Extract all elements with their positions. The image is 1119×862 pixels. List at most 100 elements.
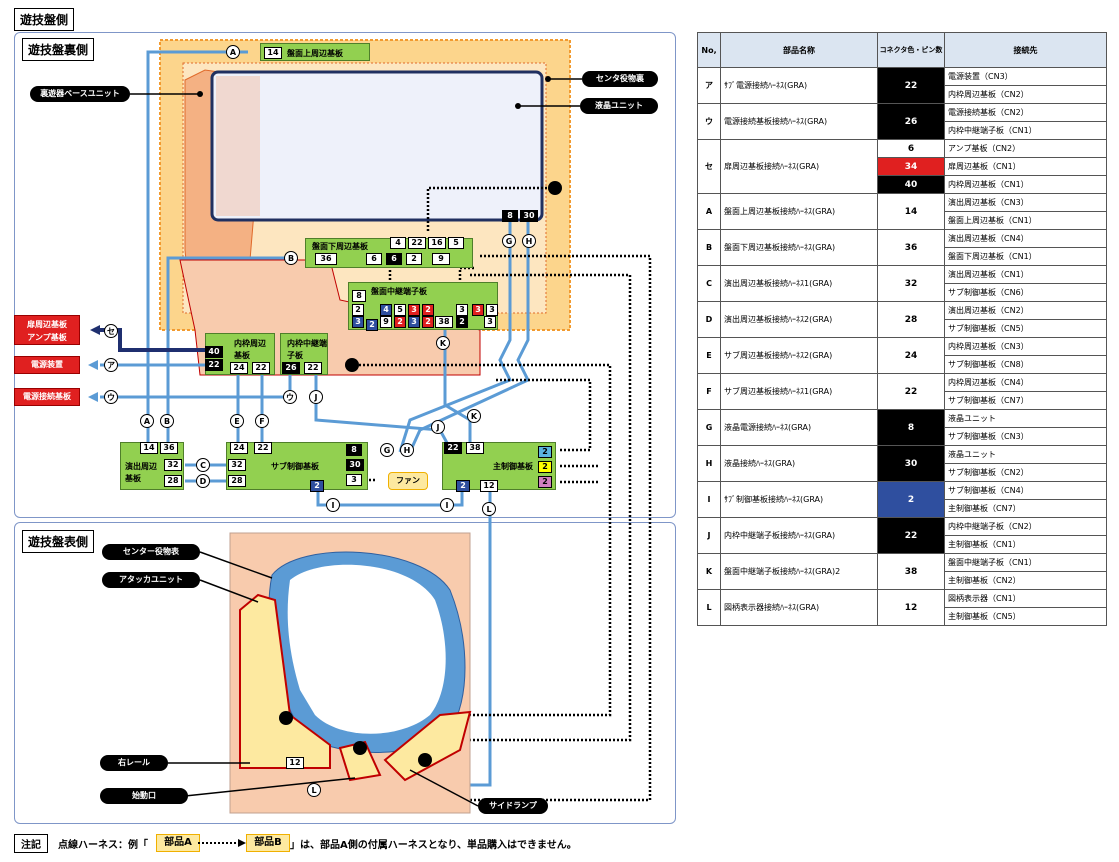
marker-F: F [255, 414, 269, 428]
lower-pin-6a: 6 [366, 253, 382, 265]
cell-name: ｻﾌﾞ制御基板接続ﾊｰﾈｽ(GRA) [720, 481, 878, 518]
marker-K-top: K [436, 336, 450, 350]
cell-pins: 32 [877, 265, 945, 302]
marker-J-top: J [309, 390, 323, 404]
lcd-pin-8: 8 [502, 210, 518, 222]
dotted-attacker [285, 363, 612, 717]
lower-pin-6b: 6 [386, 253, 402, 265]
cell-no: D [697, 301, 721, 338]
note-text-1: 点線ハーネス：例「 [58, 840, 148, 851]
marker-E: E [230, 414, 244, 428]
cell-dest: アンプ基板（CN2） [944, 139, 1107, 158]
relay-pin-2b: 2 [422, 304, 434, 316]
cell-name: 盤面上周辺基板接続ﾊｰﾈｽ(GRA) [720, 193, 878, 230]
lower-pin-2: 2 [406, 253, 422, 265]
cell-pins: 22 [877, 517, 945, 554]
cell-dest: サブ制御基板（CN3） [944, 427, 1107, 446]
cell-name: 液晶電源接続ﾊｰﾈｽ(GRA) [720, 409, 878, 446]
cell-dest: サブ制御基板（CN2） [944, 463, 1107, 482]
cell-name: サブ周辺基板接続ﾊｰﾈｽ1(GRA) [720, 373, 878, 410]
cell-dest: サブ制御基板（CN7） [944, 391, 1107, 410]
cell-dest: 内枠中継端子板（CN2） [944, 517, 1107, 536]
harness-B [166, 256, 292, 450]
cell-no: K [697, 553, 721, 590]
relay-pin-9: 9 [380, 316, 392, 328]
lower-pin-22: 22 [408, 237, 426, 249]
front-board-tag: 扉周辺基板 アンプ基板 [14, 315, 80, 345]
rail-callout: 右レール [100, 755, 168, 771]
relay-pin-2c: 2 [394, 316, 406, 328]
sub-pin-3: 3 [346, 474, 362, 486]
relay-board-label: 盤面中継端子板 [371, 287, 427, 296]
side-lamp-callout: サイドランプ [478, 798, 548, 814]
center-front-callout: センター役物表 [102, 544, 200, 560]
marker-B-top: B [284, 251, 298, 265]
cell-dest: 主制御基板（CN5） [944, 607, 1107, 626]
cell-name: 盤面中継端子板接続ﾊｰﾈｽ(GRA)2 [720, 553, 878, 590]
cell-name: 演出周辺基板接続ﾊｰﾈｽ1(GRA) [720, 265, 878, 302]
ir-pin-26: 26 [282, 362, 300, 374]
marker-H: H [400, 443, 414, 457]
note-part-a: 部品A [156, 834, 200, 852]
header-name: 部品名称 [720, 32, 878, 68]
cell-dest: 図柄表示器（CN1） [944, 589, 1107, 608]
cell-dest: 内枠周辺基板（CN4） [944, 373, 1107, 392]
dotted-lcd [426, 186, 555, 232]
marker-J: J [431, 420, 445, 434]
cell-pins: 30 [877, 445, 945, 482]
cell-no: ア [697, 67, 721, 104]
cell-dest: 扉周辺基板（CN1） [944, 157, 1107, 176]
page-title: 遊技盤側 [14, 8, 75, 31]
inner-relay-label: 内枠中継端子板 [287, 339, 327, 360]
cell-dest: 盤面中継端子板（CN1） [944, 553, 1107, 572]
relay-pin-38: 38 [435, 316, 453, 328]
harness-G [398, 222, 513, 453]
dot-lower [345, 358, 359, 372]
cell-dest: 内枠周辺基板（CN1） [944, 175, 1107, 194]
cell-pins: 14 [877, 193, 945, 230]
cell-no: C [697, 265, 721, 302]
back-panel [14, 32, 676, 518]
marker-L: L [482, 502, 496, 516]
parts-table: No, 部品名称 コネクタ色・ピン数 接続先 アｻﾌﾞ電源接続ﾊｰﾈｽ(GRA)… [697, 32, 1107, 626]
cell-dest: 演出周辺基板（CN1） [944, 265, 1107, 284]
base-unit-callout: 裏遊器ベースユニット [30, 86, 130, 102]
lower-board-label: 盤面下周辺基板 [312, 242, 368, 251]
cell-dest: 盤面下周辺基板（CN1） [944, 247, 1107, 266]
cell-dest: 液晶ユニット [944, 409, 1107, 428]
cell-pins: 8 [877, 409, 945, 446]
sub-pin-22: 22 [254, 442, 272, 454]
harness-H [408, 222, 531, 453]
marker-A-top: A [226, 45, 240, 59]
marker-L-front: L [307, 783, 321, 797]
relay-pin-r3c: 3 [486, 304, 498, 316]
marker-D: D [196, 474, 210, 488]
back-section-title: 遊技盤裏側 [22, 38, 95, 61]
relay-pin-3: 3 [408, 304, 420, 316]
marker-I-right: I [440, 498, 454, 512]
sub-pin-32: 32 [228, 459, 246, 471]
inner-pin-22b: 22 [252, 362, 270, 374]
lower-pin-5: 5 [448, 237, 464, 249]
lcd-left-strip [216, 76, 260, 216]
relay-pin-3b: 3 [352, 316, 364, 328]
side-lamp-shape [383, 710, 472, 782]
marker-C: C [196, 458, 210, 472]
relay-pin-r3a: 3 [456, 304, 468, 316]
main-pin-2c: 2 [538, 476, 552, 488]
upper-pin-14: 14 [264, 47, 282, 59]
relay-pin-r3b: 3 [472, 304, 484, 316]
cell-no: E [697, 337, 721, 374]
sub-board: サブ制御基板 [226, 442, 368, 490]
header-dest: 接続先 [944, 32, 1107, 68]
cell-name: サブ周辺基板接続ﾊｰﾈｽ2(GRA) [720, 337, 878, 374]
marker-A: A [140, 414, 154, 428]
